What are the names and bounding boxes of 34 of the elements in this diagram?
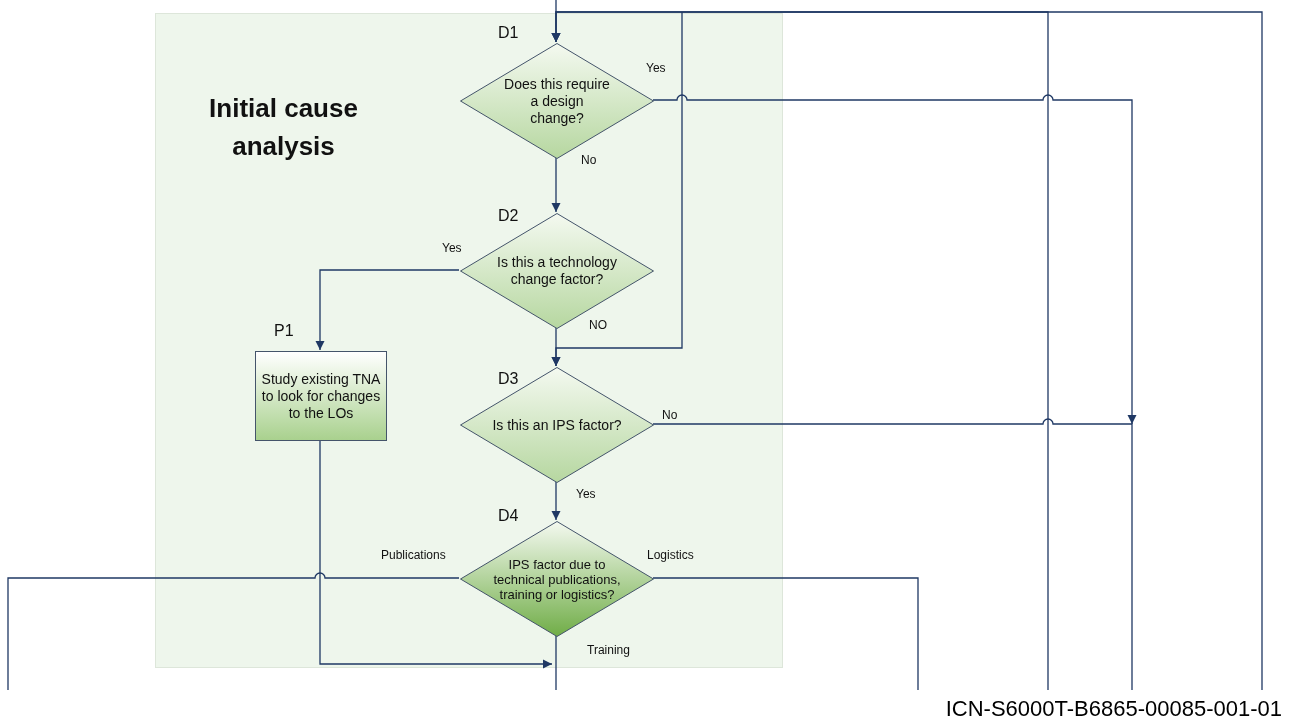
arrow (652, 94, 1137, 425)
connector-line (652, 418, 1133, 691)
edge-label: Yes (442, 241, 462, 255)
edge-label: No (662, 408, 678, 422)
node-text: IPS factor due to technical publications, training or logistics? (492, 556, 622, 602)
arrow (551, 11, 683, 367)
connector-line (652, 577, 919, 691)
edge-label: No (581, 153, 597, 167)
decision-diamond (460, 367, 654, 483)
edge-label: NO (589, 318, 607, 332)
figure-id: ICN-S6000T-B6865-00085-001-01 (945, 696, 1282, 722)
step-id: P1 (274, 322, 294, 340)
edge-label: Yes (576, 487, 596, 501)
edge-label: Publications (381, 548, 446, 562)
step-id: D3 (498, 370, 519, 388)
node-text: Does this require a design change? (503, 75, 611, 127)
edge-label: Logistics (647, 548, 694, 562)
node-text: Is this an IPS factor? (491, 416, 623, 434)
step-id: D4 (498, 507, 519, 525)
edge-label: Training (587, 643, 630, 657)
node-text: Study existing TNA to look for changes to the LOs (260, 370, 382, 422)
arrow (315, 269, 460, 351)
arrow (319, 439, 553, 669)
step-id: D1 (498, 24, 519, 42)
connector-line (7, 572, 460, 691)
edge-label: Yes (646, 61, 666, 75)
process-box (255, 351, 387, 441)
step-id: D2 (498, 207, 519, 225)
arrow (551, 11, 1049, 691)
node-text: Is this a technology change factor? (497, 254, 617, 288)
connector-line (555, 635, 557, 691)
arrow (551, 157, 561, 213)
arrow (551, 481, 561, 521)
panel-title: Initial cause analysis (208, 92, 359, 163)
